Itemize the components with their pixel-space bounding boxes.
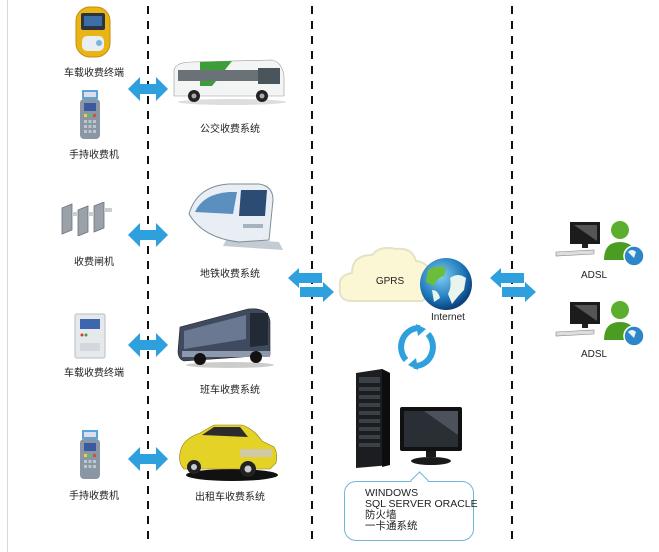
exchange-arrows-icon	[288, 268, 334, 302]
gprs-label: GPRS	[375, 276, 405, 287]
server-rack-icon	[356, 369, 390, 468]
taxi-car-icon	[179, 424, 278, 481]
bidirectional-arrow-icon	[128, 223, 168, 247]
handheld-pos-icon	[80, 90, 100, 139]
callout-line-db: SQL SERVER ORACLE	[365, 498, 478, 510]
terminal-label-taxi-handheld: 手持收费机	[69, 491, 119, 502]
system-label-bus: 公交收费系统	[200, 124, 260, 135]
terminal-label-gate: 收费闸机	[74, 257, 114, 268]
bus-icon	[173, 59, 286, 105]
coach-bus-icon	[177, 308, 274, 368]
bidirectional-arrow-icon	[128, 333, 168, 357]
server-info-callout: WINDOWS SQL SERVER ORACLE 防火墙 一卡通系统	[344, 481, 478, 541]
card-reader-icon	[74, 313, 106, 359]
callout-line-os: WINDOWS	[365, 487, 419, 499]
bidirectional-arrow-icon	[128, 447, 168, 471]
system-label-metro: 地铁收费系统	[200, 269, 260, 280]
adsl-user-computer-icon	[555, 221, 645, 267]
sync-arrows-icon	[398, 324, 436, 370]
terminal-label-bus-handheld: 手持收费机	[69, 150, 119, 161]
exchange-arrows-icon	[490, 268, 536, 302]
handheld-pos-icon	[80, 430, 100, 479]
terminal-label-coach-onboard: 车载收费终端	[64, 368, 124, 379]
internet-label: Internet	[431, 312, 465, 323]
yellow-card-reader-icon	[75, 6, 111, 58]
adsl-label: ADSL	[580, 270, 608, 281]
divider-line-1	[147, 6, 149, 546]
system-label-taxi: 出租车收费系统	[195, 492, 265, 503]
system-label-coach: 班车收费系统	[200, 385, 260, 396]
metro-train-icon	[188, 183, 283, 250]
internet-globe-icon	[420, 258, 472, 310]
turnstile-gate-icon	[61, 202, 112, 236]
monitor-icon	[400, 407, 462, 465]
bidirectional-arrow-icon	[128, 77, 168, 101]
left-border	[7, 0, 8, 552]
adsl-label: ADSL	[580, 349, 608, 360]
adsl-user-computer-icon	[555, 301, 645, 347]
callout-line-firewall: 防火墙	[365, 509, 397, 521]
terminal-label-bus-onboard: 车载收费终端	[64, 68, 124, 79]
callout-line-system: 一卡通系统	[365, 520, 418, 532]
